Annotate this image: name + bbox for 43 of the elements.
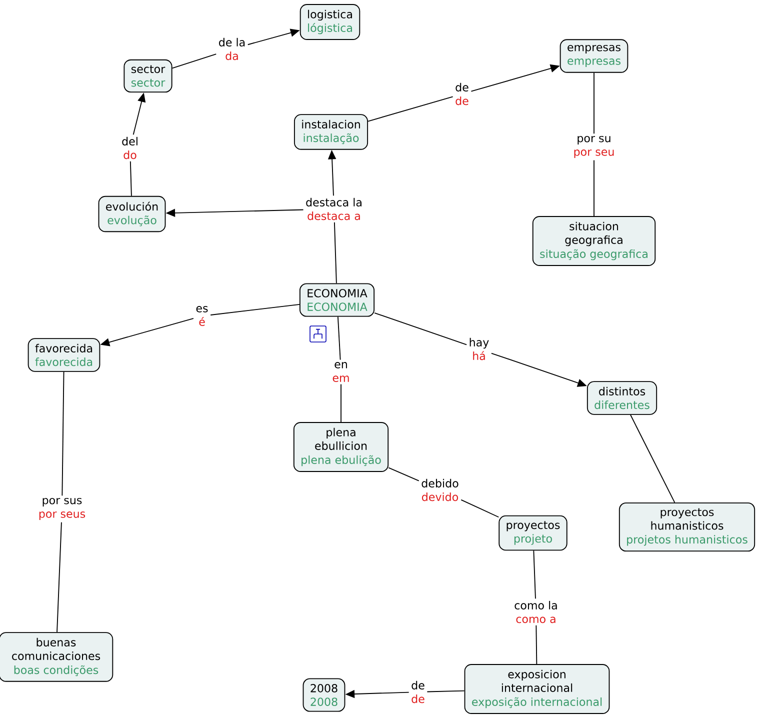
- concept-box: ECONOMIA ECONOMIA: [299, 283, 375, 317]
- connector: [536, 624, 538, 664]
- concept-box: proyectos humanisticos projetos humanisticos: [618, 502, 756, 552]
- linking-phrase: hay há: [466, 336, 492, 362]
- connector: [368, 96, 454, 122]
- connector: [210, 304, 300, 316]
- connector: [374, 312, 468, 346]
- linking-phrase: destaca la destaca a: [304, 196, 364, 222]
- concept-box: favorecida favorecida: [28, 338, 100, 372]
- connector: [533, 550, 536, 600]
- linking-phrase: debido devido: [419, 476, 461, 504]
- connector: [130, 160, 132, 196]
- concept-box: proyectos projeto: [498, 515, 568, 551]
- connector: [172, 54, 217, 69]
- concept-box: plena ebullicion plena ebulição: [293, 422, 389, 472]
- concept-box: exposicion internacional exposição internacional: [464, 664, 610, 714]
- linking-phrase: en em: [330, 360, 352, 384]
- connector: [388, 467, 420, 482]
- linking-phrase: de de: [409, 678, 427, 706]
- connector: [426, 690, 465, 692]
- linking-phrase: de de: [453, 80, 471, 108]
- concept-box: 2008 2008: [302, 678, 346, 712]
- connector: [62, 371, 64, 496]
- connector: [630, 414, 676, 503]
- linking-phrase: es é: [194, 304, 210, 328]
- linking-phrase: del do: [120, 134, 140, 162]
- concept-box: evolución evolução: [98, 196, 166, 232]
- concept-box: distintos diferentes: [586, 381, 658, 415]
- connector: [334, 222, 337, 284]
- connector: [340, 384, 342, 422]
- connector: [337, 316, 341, 360]
- concept-box: buenas comunicaciones boas condições: [0, 632, 114, 682]
- concept-box: situacion geografica situação geografica: [532, 216, 656, 266]
- linking-phrase: por su por seu: [571, 134, 617, 160]
- concept-box: instalacion instalação: [294, 114, 368, 150]
- connector: [56, 522, 62, 633]
- concept-box: empresas empresas: [560, 39, 628, 73]
- concept-box: sector sector: [124, 59, 172, 93]
- concept-box: logistica lógistica: [300, 4, 360, 40]
- connector: [460, 499, 500, 518]
- linking-phrase: por sus por seus: [36, 496, 88, 522]
- linking-phrase: de la da: [216, 36, 248, 62]
- linking-phrase: como la como a: [512, 598, 560, 626]
